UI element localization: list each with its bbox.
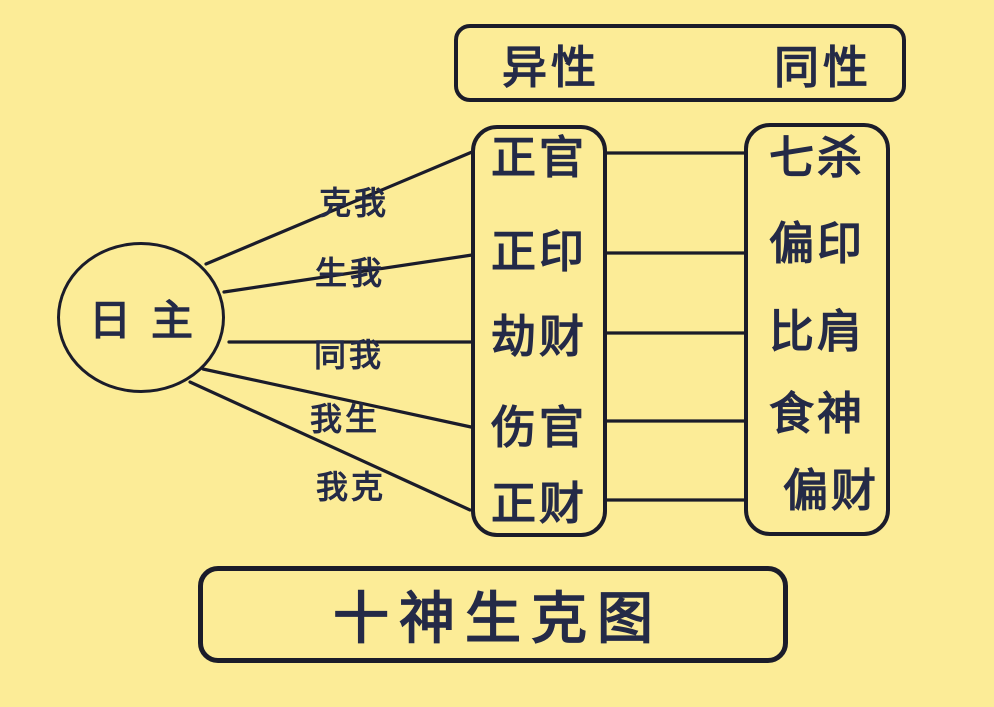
relation-label-i-restrain: 我克	[315, 469, 387, 505]
day-master-label: 日主	[88, 299, 213, 345]
column-item-zhengguan: 正官	[490, 133, 587, 183]
opposite-polarity-column-box: 正官 正印 劫财 伤官 正财	[471, 125, 607, 537]
relation-label-restrains-me: 克我	[318, 185, 390, 221]
diagram-title-box: 十神生克图	[198, 566, 788, 663]
polarity-header-box: 异性 同性	[454, 24, 906, 102]
day-master-circle: 日主	[57, 242, 225, 393]
column-item-qisha: 七杀	[768, 133, 865, 183]
column-item-pianyin: 偏印	[768, 219, 865, 269]
header-same-polarity-label: 同性	[773, 42, 872, 93]
column-item-jiecai: 劫财	[490, 312, 587, 362]
relation-label-i-generate: 我生	[309, 401, 381, 437]
relation-label-same-as-me: 同我	[313, 337, 385, 373]
column-item-zhengcai: 正财	[490, 479, 587, 529]
relation-label-generates-me: 生我	[314, 255, 386, 291]
column-item-shangguan: 伤官	[490, 403, 587, 453]
column-item-bijian: 比肩	[768, 307, 865, 357]
header-opposite-polarity-label: 异性	[502, 42, 601, 93]
same-polarity-column-box: 七杀 偏印 比肩 食神 偏财	[744, 123, 890, 536]
column-item-piancai: 偏财	[782, 466, 879, 516]
column-item-shishen: 食神	[768, 389, 865, 439]
diagram-title: 十神生克图	[333, 589, 663, 651]
column-item-zhengyin: 正印	[490, 227, 587, 277]
